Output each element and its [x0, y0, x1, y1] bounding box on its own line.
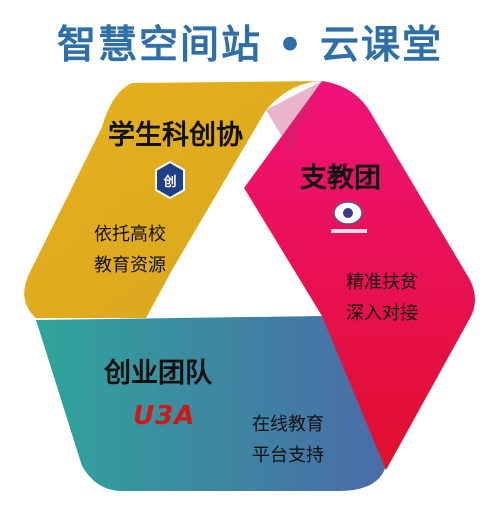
bottom-heading: 创业团队 — [103, 358, 213, 389]
svg-text:创: 创 — [162, 174, 176, 190]
top-line-2: 教育资源 — [94, 255, 166, 276]
top-line-1: 依托高校 — [94, 224, 166, 245]
right-heading: 支教团 — [300, 163, 381, 194]
u3a-logo: U3A — [133, 401, 195, 431]
fold-shadow — [266, 81, 322, 150]
bottom-line-2: 平台支持 — [252, 445, 324, 466]
top-heading: 学生科创协 — [108, 119, 243, 151]
right-line-2: 深入对接 — [346, 303, 418, 324]
teaching-group-logo — [331, 201, 367, 233]
center-triangle — [146, 210, 312, 318]
right-band — [244, 81, 475, 470]
top-left-band — [24, 81, 323, 318]
right-line-1: 精准扶贫 — [346, 272, 418, 293]
page-title: 智慧空间站 • 云课堂 — [56, 23, 444, 68]
bottom-line-1: 在线教育 — [252, 414, 324, 435]
sci-association-logo: 创 — [155, 160, 185, 200]
bottom-band — [36, 316, 388, 491]
